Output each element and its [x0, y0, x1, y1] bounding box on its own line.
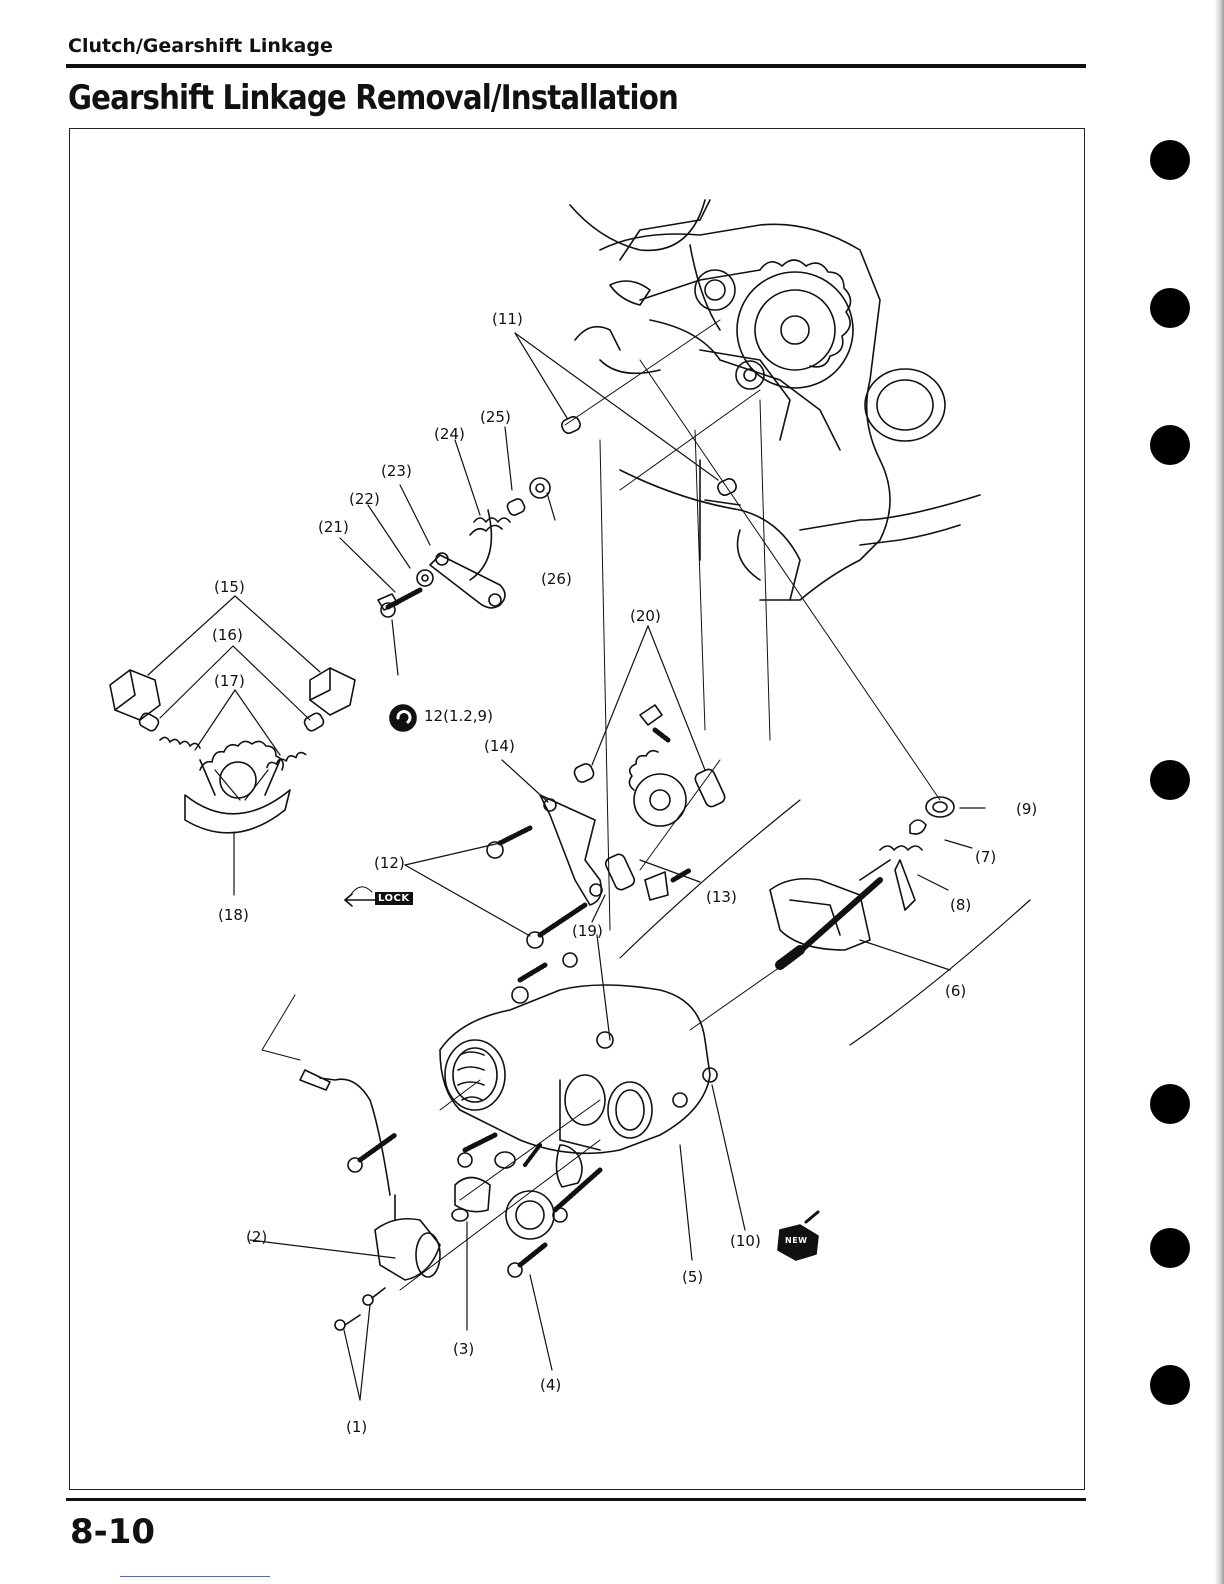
- callout-24: (24): [434, 425, 465, 443]
- lock-badge: LOCK: [375, 892, 413, 905]
- callout-1: (1): [346, 1418, 367, 1436]
- callout-17: (17): [214, 672, 245, 690]
- binder-tab-icon: [1150, 760, 1190, 800]
- callout-6: (6): [945, 982, 966, 1000]
- callout-25: (25): [480, 408, 511, 426]
- callout-10: (10): [730, 1232, 761, 1250]
- callout-11: (11): [492, 310, 523, 328]
- callout-15: (15): [214, 578, 245, 596]
- footer-rule: [66, 1498, 1086, 1501]
- binder-tab-icon: [1150, 288, 1190, 328]
- footer-link[interactable]: [120, 1576, 270, 1577]
- callout-7: (7): [975, 848, 996, 866]
- callout-14: (14): [484, 737, 515, 755]
- callout-9: (9): [1016, 800, 1037, 818]
- callout-22: (22): [349, 490, 380, 508]
- callout-3: (3): [453, 1340, 474, 1358]
- callout-12: (12): [374, 854, 405, 872]
- binder-tab-icon: [1150, 425, 1190, 465]
- callout-20: (20): [630, 607, 661, 625]
- callout-16: (16): [212, 626, 243, 644]
- torque-spec: 12(1.2,9): [424, 707, 493, 725]
- callout-21: (21): [318, 518, 349, 536]
- torque-wrench-icon: [390, 705, 416, 731]
- callout-23: (23): [381, 462, 412, 480]
- engine-block: [570, 200, 980, 600]
- binder-tab-icon: [1150, 1365, 1190, 1405]
- callout-26: (26): [541, 570, 572, 588]
- callout-2: (2): [246, 1228, 267, 1246]
- callout-19: (19): [572, 922, 603, 940]
- gearshift-cover: [262, 953, 717, 1330]
- callout-18: (18): [218, 906, 249, 924]
- lock-arrow-icon: [345, 887, 375, 906]
- callout-4: (4): [540, 1376, 561, 1394]
- callout-8: (8): [950, 896, 971, 914]
- new-badge: NEW: [783, 1236, 809, 1245]
- page-number: 8-10: [70, 1512, 155, 1552]
- binder-tab-icon: [1150, 1228, 1190, 1268]
- binder-tab-icon: [1150, 1084, 1190, 1124]
- gearshift-spindle: [640, 360, 954, 1030]
- callout-13: (13): [706, 888, 737, 906]
- binder-tab-icon: [1150, 140, 1190, 180]
- callout-5: (5): [682, 1268, 703, 1286]
- page-edge: [1214, 0, 1224, 1584]
